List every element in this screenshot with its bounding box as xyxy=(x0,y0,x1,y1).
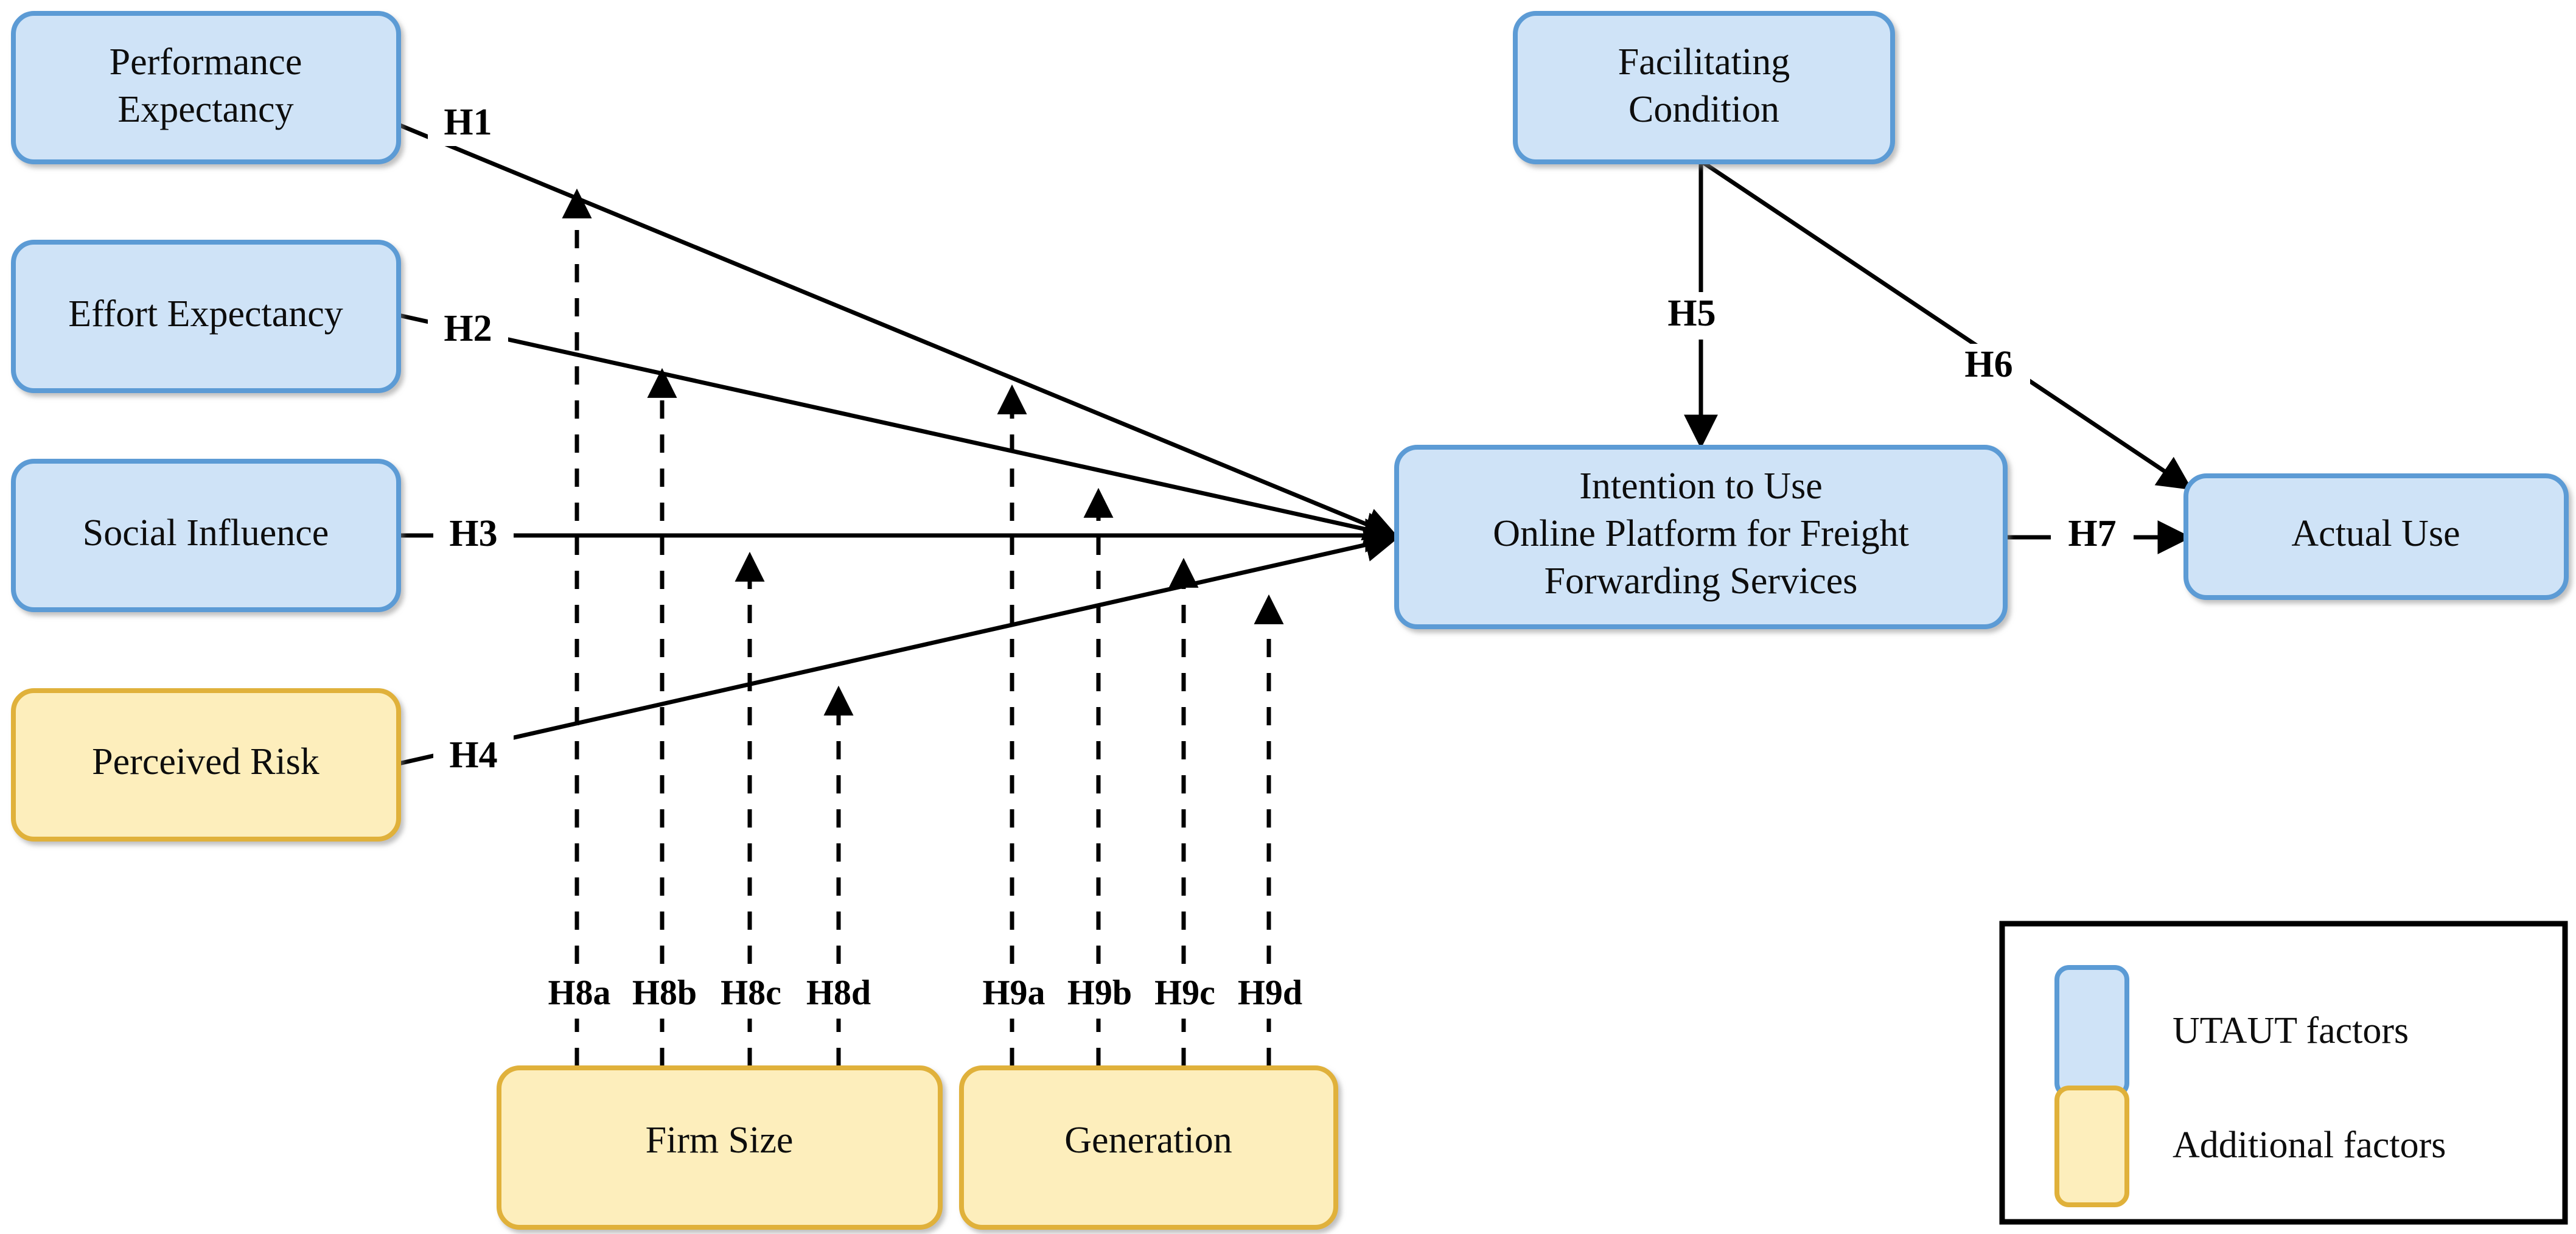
node-label-performance-expectancy-line2: Expectancy xyxy=(117,89,293,130)
label-h9d-text: H9d xyxy=(1238,972,1302,1012)
legend: UTAUT factors Additional factors xyxy=(1999,921,2568,1225)
label-h9b-text: H9b xyxy=(1067,972,1132,1012)
label-h8d: H8d xyxy=(796,972,881,1019)
node-firm-size[interactable]: Firm Size xyxy=(497,1065,943,1230)
legend-label-utaut: UTAUT factors xyxy=(2173,1010,2409,1051)
label-h1: H1 xyxy=(428,102,508,146)
label-h8b-text: H8b xyxy=(632,972,697,1012)
node-intention-to-use[interactable]: Intention to Use Online Platform for Fre… xyxy=(1394,445,2008,629)
node-label-intention-line1: Intention to Use xyxy=(1579,465,1823,507)
label-h8a-text: H8a xyxy=(548,972,610,1012)
node-label-facilitating-condition-line2: Condition xyxy=(1628,89,1779,130)
label-h2-text: H2 xyxy=(444,308,492,349)
edge-h4 xyxy=(398,528,1400,766)
label-h8c: H8c xyxy=(708,972,794,1019)
node-label-facilitating-condition-line1: Facilitating xyxy=(1618,41,1790,83)
node-actual-use[interactable]: Actual Use xyxy=(2183,473,2569,600)
label-h1-text: H1 xyxy=(444,102,492,143)
node-facilitating-condition[interactable]: Facilitating Condition xyxy=(1513,11,1895,164)
label-h4: H4 xyxy=(433,734,514,779)
node-label-perceived-risk: Perceived Risk xyxy=(92,741,319,783)
edge-h1 xyxy=(397,122,1399,541)
node-label-social-influence: Social Influence xyxy=(83,512,329,554)
node-label-effort-expectancy: Effort Expectancy xyxy=(68,293,343,335)
node-social-influence[interactable]: Social Influence xyxy=(11,459,401,612)
label-h9c: H9c xyxy=(1142,972,1227,1019)
label-h9b: H9b xyxy=(1057,972,1142,1019)
legend-item-utaut: UTAUT factors xyxy=(2054,965,2409,1098)
label-h3-text: H3 xyxy=(449,513,497,554)
node-label-generation: Generation xyxy=(1064,1120,1232,1161)
legend-item-additional: Additional factors xyxy=(2054,1086,2446,1207)
legend-label-additional: Additional factors xyxy=(2173,1124,2446,1166)
edge-h2 xyxy=(398,313,1400,546)
node-label-intention-line2: Online Platform for Freight xyxy=(1493,513,1909,554)
label-h9c-text: H9c xyxy=(1154,972,1215,1012)
label-h8b: H8b xyxy=(622,972,707,1019)
label-h6: H6 xyxy=(1947,344,2030,391)
label-h6-text: H6 xyxy=(1964,344,2012,385)
label-h9d: H9d xyxy=(1227,972,1313,1019)
node-effort-expectancy[interactable]: Effort Expectancy xyxy=(11,240,401,393)
edge-h6 xyxy=(1703,161,2193,490)
label-h8a: H8a xyxy=(537,972,622,1019)
label-h7-text: H7 xyxy=(2068,513,2116,554)
label-h9a: H9a xyxy=(971,972,1056,1019)
label-h8d-text: H8d xyxy=(806,972,871,1012)
label-h8c-text: H8c xyxy=(721,972,781,1012)
label-h2: H2 xyxy=(428,308,508,353)
node-label-performance-expectancy-line1: Performance xyxy=(110,41,302,83)
label-h5-text: H5 xyxy=(1667,293,1716,334)
node-perceived-risk[interactable]: Perceived Risk xyxy=(11,688,401,842)
node-performance-expectancy[interactable]: Performance Expectancy xyxy=(11,11,401,164)
node-generation[interactable]: Generation xyxy=(959,1065,1338,1230)
label-h3: H3 xyxy=(433,513,514,558)
label-h7: H7 xyxy=(2051,513,2134,560)
label-h4-text: H4 xyxy=(449,734,497,776)
node-label-actual-use: Actual Use xyxy=(2291,513,2460,554)
label-h5: H5 xyxy=(1650,292,1733,340)
node-label-firm-size: Firm Size xyxy=(646,1120,794,1161)
node-label-intention-line3: Forwarding Services xyxy=(1545,560,1858,602)
label-h9a-text: H9a xyxy=(982,972,1045,1012)
